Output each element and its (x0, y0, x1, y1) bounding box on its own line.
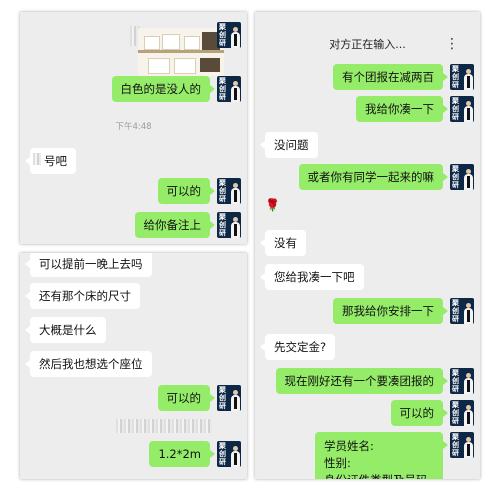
avatar-person-icon (464, 101, 473, 122)
message-bubble[interactable]: 给你备注上 (134, 212, 215, 238)
message-sent: 1.2*2m 聚创研 (149, 441, 241, 467)
avatar-person-icon (231, 446, 240, 467)
message-received: 您给我凑一下吧 (260, 264, 364, 290)
message-bubble[interactable]: 大概是什么 (25, 317, 106, 343)
message-received: 先交定金? (259, 334, 336, 360)
avatar-brand-text: 聚创研 (452, 97, 459, 121)
avatar-brand-text: 聚创研 (219, 213, 226, 237)
message-bubble[interactable]: 可以提前一晚上去吗 (25, 253, 152, 277)
avatar-brand-text: 聚创研 (452, 369, 459, 393)
room-photo-thumbnail[interactable] (138, 28, 224, 76)
message-received: 可以提前一晚上去吗 (25, 253, 152, 277)
avatar-person-icon (231, 81, 240, 102)
message-received: 还有那个床的尺寸 (25, 283, 140, 309)
avatar[interactable]: 聚创研 (450, 298, 474, 324)
message-bubble[interactable]: 1.2*2m (149, 441, 215, 467)
message-sent: 或者你有同学一起来的嘛 聚创研 (298, 164, 474, 190)
chat-screenshot-2: 可以提前一晚上去吗 还有那个床的尺寸 大概是什么 然后我也想选个座位 可以的 聚… (20, 253, 247, 479)
avatar[interactable]: 聚创研 (217, 76, 241, 102)
message-received: 没有 (260, 230, 306, 256)
avatar-brand-text: 聚创研 (219, 386, 226, 410)
avatar[interactable]: 聚创研 (450, 368, 474, 394)
pixelated-image (116, 419, 212, 433)
avatar-brand-text: 聚创研 (219, 23, 226, 47)
message-sent: 学员姓名: 性别: 身份证件类型及号码 聚创研 (315, 432, 474, 479)
message-sent: 可以的 聚创研 (157, 178, 241, 204)
form-gender: 性别: (324, 456, 351, 470)
message-bubble[interactable]: 没有 (260, 230, 306, 256)
avatar[interactable]: 聚创研 (217, 22, 241, 48)
avatar-person-icon (464, 69, 473, 90)
more-options-icon[interactable]: ⋮ (445, 36, 460, 52)
message-sent: 我给你凑一下 聚创研 (356, 96, 474, 122)
avatar-brand-text: 聚创研 (452, 401, 459, 425)
message-sent: 可以的 聚创研 (157, 385, 241, 411)
avatar[interactable]: 聚创研 (217, 385, 241, 411)
avatar[interactable]: 聚创研 (450, 432, 474, 458)
avatar-person-icon (464, 437, 473, 458)
pixelated-image (130, 26, 140, 46)
avatar-person-icon (231, 217, 240, 238)
avatar-person-icon (231, 27, 240, 48)
message-bubble[interactable]: 还有那个床的尺寸 (25, 283, 140, 309)
avatar-person-icon (464, 373, 473, 394)
message-bubble[interactable]: 那我给你安排一下 (333, 298, 448, 324)
rose-icon[interactable]: 🌹 (265, 198, 280, 212)
avatar-brand-text: 聚创研 (219, 77, 226, 101)
message-bubble[interactable]: 白色的是没人的 (111, 76, 215, 102)
message-received: 号吧 (25, 148, 76, 174)
message-sent: 给你备注上 聚创研 (134, 212, 241, 238)
avatar-brand-text: 聚创研 (452, 165, 459, 189)
message-bubble[interactable]: 先交定金? (259, 334, 336, 360)
message-bubble[interactable]: 我给你凑一下 (356, 96, 448, 122)
avatar-brand-text: 聚创研 (452, 65, 459, 89)
message-timestamp: 下午4:48 (115, 122, 152, 132)
avatar[interactable]: 聚创研 (450, 64, 474, 90)
message-bubble[interactable]: 然后我也想选个座位 (25, 351, 152, 377)
message-sent: 现在刚好还有一个要凑团报的 聚创研 (275, 368, 474, 394)
message-received: 没问题 (260, 132, 318, 158)
avatar[interactable]: 聚创研 (450, 96, 474, 122)
registration-form-bubble[interactable]: 学员姓名: 性别: 身份证件类型及号码 (315, 432, 448, 479)
avatar-brand-text: 聚创研 (452, 299, 459, 323)
avatar[interactable]: 聚创研 (450, 164, 474, 190)
message-bubble[interactable]: 可以的 (157, 178, 215, 204)
avatar-brand-text: 聚创研 (219, 442, 226, 466)
avatar[interactable]: 聚创研 (217, 212, 241, 238)
avatar-brand-text: 聚创研 (219, 179, 226, 203)
message-sent: 那我给你安排一下 聚创研 (333, 298, 474, 324)
message-bubble[interactable]: 号吧 (25, 148, 76, 174)
avatar-brand-text: 聚创研 (452, 433, 459, 457)
message-text: 号吧 (44, 154, 67, 168)
message-sent: 白色的是没人的 聚创研 (111, 76, 241, 102)
chat-header-title: 对方正在输入... (329, 38, 406, 51)
form-id-type: 身份证件类型及号码 (324, 472, 434, 479)
message-bubble[interactable]: 有个团报在减两百 (333, 64, 448, 90)
chat-screenshot-3: 对方正在输入... ⋮ 有个团报在减两百 聚创研 我给你凑一下 聚创研 没问题 … (255, 12, 480, 479)
avatar[interactable]: 聚创研 (217, 441, 241, 467)
message-bubble[interactable]: 现在刚好还有一个要凑团报的 (275, 368, 448, 394)
avatar-person-icon (231, 183, 240, 204)
avatar-person-icon (464, 303, 473, 324)
message-received: 🌹 (265, 198, 280, 212)
pixelated-text (33, 153, 41, 165)
message-bubble[interactable]: 可以的 (157, 385, 215, 411)
message-bubble[interactable]: 或者你有同学一起来的嘛 (298, 164, 448, 190)
message-sent: 可以的 聚创研 (390, 400, 474, 426)
avatar-person-icon (464, 169, 473, 190)
avatar-person-icon (464, 405, 473, 426)
form-student-name: 学员姓名: (324, 439, 374, 453)
message-sent: 有个团报在减两百 聚创研 (333, 64, 474, 90)
avatar[interactable]: 聚创研 (450, 400, 474, 426)
message-bubble[interactable]: 可以的 (390, 400, 448, 426)
message-received: 大概是什么 (25, 317, 106, 343)
avatar-person-icon (231, 390, 240, 411)
message-bubble[interactable]: 没问题 (260, 132, 318, 158)
avatar[interactable]: 聚创研 (217, 178, 241, 204)
message-bubble[interactable]: 您给我凑一下吧 (260, 264, 364, 290)
message-received: 然后我也想选个座位 (25, 351, 152, 377)
chat-screenshot-1: 聚创研 白色的是没人的 聚创研 下午4:48 号吧 可以的 聚创研 给你备注上 … (20, 12, 247, 244)
